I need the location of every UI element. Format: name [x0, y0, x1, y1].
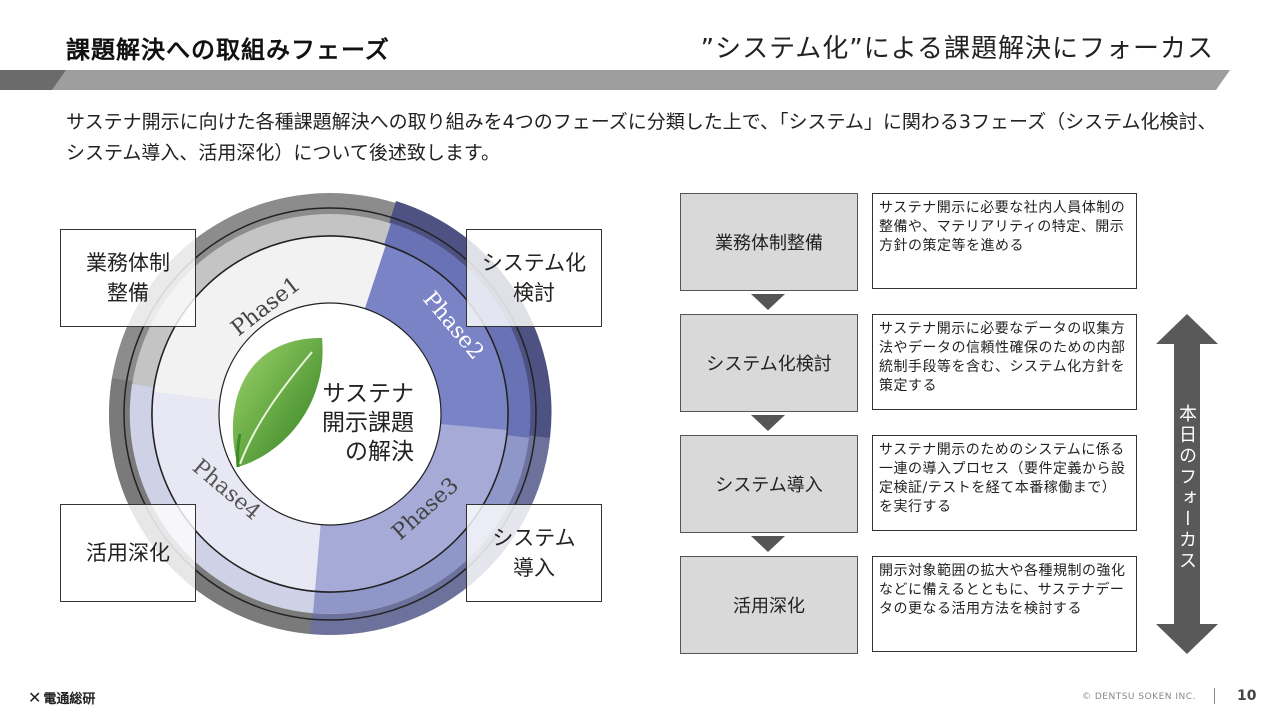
phase-box-4: 活用深化	[60, 504, 196, 602]
logo-text: 電通総研	[43, 688, 95, 707]
logo-mark-icon: ✕	[28, 688, 41, 707]
phase-box-3: システム 導入	[466, 504, 602, 602]
page-number: 10	[1237, 688, 1256, 704]
wheel-center-text: サステナ 開示課題 の解決	[296, 380, 414, 467]
intro-text: サステナ開示に向けた各種課題解決への取り組みを4つのフェーズに分類した上で、「シ…	[66, 107, 1226, 169]
phase-box-2: システム化 検討	[466, 229, 602, 327]
focus-label: 本日のフォーカス	[1175, 404, 1199, 572]
company-logo: ✕ 電通総研	[28, 688, 95, 707]
step-box-3: システム導入	[680, 435, 858, 533]
step-desc-1: サステナ開示に必要な社内人員体制の整備や、マテリアリティの特定、開示方針の策定等…	[872, 193, 1137, 289]
step-box-2: システム化検討	[680, 314, 858, 412]
step-box-4: 活用深化	[680, 556, 858, 654]
step-desc-2: サステナ開示に必要なデータの収集方法やデータの信頼性確保のための内部統制手段等を…	[872, 314, 1137, 410]
footer-divider	[1214, 688, 1215, 704]
header-band	[0, 70, 1280, 90]
step-desc-4: 開示対象範囲の拡大や各種規制の強化などに備えるとともに、サステナデータの更なる活…	[872, 556, 1137, 652]
page-title: 課題解決への取組みフェーズ	[66, 30, 390, 65]
step-box-1: 業務体制整備	[680, 193, 858, 291]
step-desc-3: サステナ開示のためのシステムに係る一連の導入プロセス（要件定義から設定検証/テス…	[872, 435, 1137, 531]
phase-box-1: 業務体制 整備	[60, 229, 196, 327]
copyright: © DENTSU SOKEN INC.	[1082, 692, 1196, 702]
down-arrow-icon	[751, 294, 785, 310]
down-arrow-icon	[751, 536, 785, 552]
page-subtitle: ”システム化”による課題解決にフォーカス	[701, 28, 1214, 65]
down-arrow-icon	[751, 415, 785, 431]
